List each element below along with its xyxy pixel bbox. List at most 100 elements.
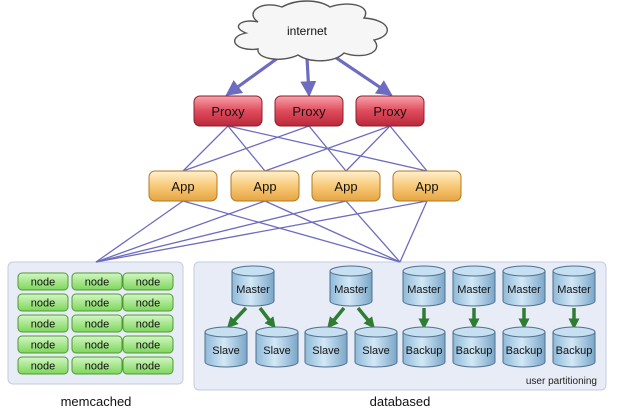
database-label: Slave bbox=[362, 345, 390, 357]
database-cylinder: Backup bbox=[402, 326, 446, 368]
database-label: Backup bbox=[556, 345, 593, 357]
memcached-node: node bbox=[17, 272, 69, 291]
database-label: Backup bbox=[506, 345, 543, 357]
memcached-label: memcached bbox=[61, 394, 132, 409]
internet-proxy-arrow bbox=[331, 53, 393, 96]
internet-proxy-arrow bbox=[225, 53, 283, 96]
proxy-box: Proxy bbox=[274, 95, 344, 127]
node-label: node bbox=[31, 277, 55, 289]
memcached-node: node bbox=[122, 356, 174, 375]
database-cylinder: Backup bbox=[552, 326, 596, 368]
node-label: node bbox=[31, 340, 55, 352]
memcached-node: node bbox=[17, 335, 69, 354]
database-cylinder: Slave bbox=[354, 326, 398, 368]
app-box: App bbox=[392, 170, 462, 202]
replication-arrow bbox=[226, 306, 248, 329]
node-label: node bbox=[85, 319, 109, 331]
app-label: App bbox=[171, 179, 194, 194]
proxy-label: Proxy bbox=[211, 104, 245, 119]
memcached-node: node bbox=[17, 314, 69, 333]
memcached-node: node bbox=[122, 272, 174, 291]
node-label: node bbox=[31, 298, 55, 310]
database-label: Master bbox=[457, 284, 491, 296]
database-cylinder: Master bbox=[452, 265, 496, 307]
app-tier: App App App App bbox=[148, 170, 462, 202]
node-label: node bbox=[31, 361, 55, 373]
memcached-node: node bbox=[71, 293, 123, 312]
database-cylinder: Master bbox=[502, 265, 546, 307]
proxy-app-link bbox=[182, 125, 310, 172]
database-cylinder: Master bbox=[231, 265, 275, 307]
internet-cloud: internet bbox=[233, 0, 388, 62]
replication-arrow bbox=[258, 306, 276, 329]
memcached-node: node bbox=[122, 314, 174, 333]
proxy-app-link bbox=[389, 125, 428, 172]
memcached-node: node bbox=[122, 335, 174, 354]
app-label: App bbox=[334, 179, 357, 194]
database-label: databased bbox=[370, 394, 431, 409]
app-box: App bbox=[148, 170, 218, 202]
replication-arrow bbox=[327, 306, 346, 329]
proxy-box: Proxy bbox=[355, 95, 425, 127]
app-storage-link bbox=[399, 200, 428, 263]
app-storage-link bbox=[264, 200, 401, 263]
memcached-node: node bbox=[17, 293, 69, 312]
internet-proxy-arrow bbox=[300, 57, 317, 98]
node-label: node bbox=[85, 361, 109, 373]
database-cylinder: Master bbox=[402, 265, 446, 307]
node-label: node bbox=[136, 298, 160, 310]
database-label: Slave bbox=[312, 345, 340, 357]
database-label: Master bbox=[407, 284, 441, 296]
memcached-node: node bbox=[17, 356, 69, 375]
database-cylinder: Backup bbox=[502, 326, 546, 368]
app-storage-link bbox=[182, 200, 401, 263]
app-storage-link bbox=[345, 200, 401, 263]
app-storage-link bbox=[95, 200, 347, 263]
proxy-app-link bbox=[182, 125, 229, 172]
proxy-app-link bbox=[227, 125, 428, 172]
database-cylinder: Backup bbox=[452, 326, 496, 368]
node-label: node bbox=[136, 361, 160, 373]
database-label: Master bbox=[334, 284, 368, 296]
proxy-label: Proxy bbox=[373, 104, 407, 119]
app-box: App bbox=[230, 170, 300, 202]
node-label: node bbox=[136, 319, 160, 331]
database-label: Backup bbox=[456, 345, 493, 357]
database-label: Slave bbox=[263, 345, 291, 357]
memcached-nodes: node node node node node node node node node node… bbox=[17, 272, 174, 375]
database-label: Master bbox=[507, 284, 541, 296]
internet-label: internet bbox=[287, 24, 328, 38]
proxy-box: Proxy bbox=[193, 95, 263, 127]
database-cylinder: Master bbox=[329, 265, 373, 307]
memcached-node: node bbox=[71, 335, 123, 354]
proxy-app-link bbox=[345, 125, 391, 172]
node-label: node bbox=[136, 277, 160, 289]
connection-lines bbox=[95, 53, 428, 263]
memcached-node: node bbox=[122, 293, 174, 312]
database-cylinder: Slave bbox=[255, 326, 299, 368]
app-box: App bbox=[311, 170, 381, 202]
memcached-node: node bbox=[71, 314, 123, 333]
database-label: Backup bbox=[406, 345, 443, 357]
node-label: node bbox=[31, 319, 55, 331]
database-label: Master bbox=[236, 284, 270, 296]
proxy-tier: Proxy Proxy Proxy bbox=[193, 95, 425, 127]
partition-note: user partitioning bbox=[526, 376, 597, 387]
database-label: Slave bbox=[212, 345, 240, 357]
proxy-label: Proxy bbox=[292, 104, 326, 119]
node-label: node bbox=[85, 340, 109, 352]
memcached-node: node bbox=[71, 356, 123, 375]
replication-arrow bbox=[356, 306, 375, 329]
database-cylinder: Master bbox=[552, 265, 596, 307]
database-cylinder: Slave bbox=[204, 326, 248, 368]
node-label: node bbox=[85, 277, 109, 289]
database-cylinder: Slave bbox=[304, 326, 348, 368]
database-label: Master bbox=[557, 284, 591, 296]
app-storage-link bbox=[95, 200, 266, 263]
node-label: node bbox=[85, 298, 109, 310]
app-label: App bbox=[253, 179, 276, 194]
app-storage-link bbox=[95, 200, 184, 263]
memcached-node: node bbox=[71, 272, 123, 291]
